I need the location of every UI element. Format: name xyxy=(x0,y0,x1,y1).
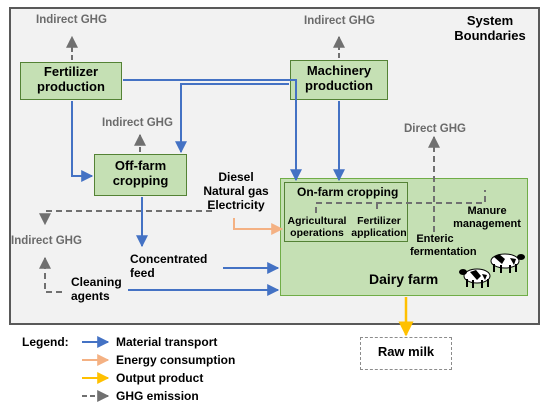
cows-icon xyxy=(459,253,525,288)
fertilizer-application-line2: application xyxy=(351,227,407,240)
system-title-line2: Boundaries xyxy=(454,27,526,43)
material-fertilizer-to-onfarm xyxy=(123,79,302,182)
legend-item-energy: Energy consumption xyxy=(116,353,236,367)
raw-milk-label: Raw milk xyxy=(377,344,435,359)
machinery-production-line1: Machinery xyxy=(306,63,372,78)
agricultural-operations-line1: Agricultural xyxy=(287,215,347,227)
off-farm-cropping-line2: cropping xyxy=(112,172,169,188)
enteric-fermentation-line2: fermentation xyxy=(410,245,477,258)
cleaning-agents-line2: agents xyxy=(71,288,110,303)
enteric-fermentation-label: Enteric fermentation xyxy=(410,233,477,258)
material-machinery-to-offfarm xyxy=(175,83,289,154)
fertilizer-production-line1: Fertilizer xyxy=(43,64,99,79)
cleaning-agents-line1: Cleaning xyxy=(71,275,122,289)
off-farm-cropping-line1: Off-farm xyxy=(114,158,167,173)
on-farm-cropping-box xyxy=(284,182,408,242)
indirect-ghg-machinery: Indirect GHG xyxy=(304,15,375,27)
cleaning-agents-label: Cleaning agents xyxy=(71,275,122,304)
energy-electricity: Electricity xyxy=(207,197,265,212)
ghg-line-onfarm xyxy=(315,190,486,213)
machinery-production-line2: production xyxy=(305,77,373,93)
fertilizer-application-line1: Fertilizer xyxy=(357,215,401,227)
system-boundaries-title: System Boundaries xyxy=(448,13,532,44)
fertilizer-application-label: Fertilizer application xyxy=(350,215,408,239)
material-fertilizer-to-offfarm xyxy=(71,101,94,182)
dairy-farm-label: Dairy farm xyxy=(369,271,439,287)
indirect-ghg-offfarm: Indirect GHG xyxy=(102,117,173,129)
concentrated-feed-line1: Concentrated xyxy=(130,252,208,266)
on-farm-cropping-title: On-farm cropping xyxy=(297,185,399,199)
agricultural-operations-label: Agricultural operations xyxy=(284,215,350,239)
fertilizer-production-line2: production xyxy=(37,78,105,94)
manure-management-label: Manure management xyxy=(452,205,522,230)
energy-natural-gas: Natural gas xyxy=(203,183,269,198)
legend-title: Legend: xyxy=(22,335,69,349)
enteric-fermentation-line1: Enteric xyxy=(416,233,454,245)
machinery-production-box: Machinery production xyxy=(290,60,388,100)
direct-ghg: Direct GHG xyxy=(404,123,466,135)
off-farm-cropping-box: Off-farm cropping xyxy=(94,154,187,196)
indirect-ghg-fertilizer: Indirect GHG xyxy=(36,14,107,26)
energy-diesel: Diesel xyxy=(218,170,254,184)
indirect-ghg-cleaning: Indirect GHG xyxy=(11,235,82,247)
raw-milk-box xyxy=(360,337,452,370)
concentrated-feed-label: Concentrated feed xyxy=(130,252,208,281)
manure-management-line2: management xyxy=(453,217,521,230)
manure-management-line1: Manure xyxy=(467,205,507,217)
legend-item-material: Material transport xyxy=(116,335,218,349)
fertilizer-production-box: Fertilizer production xyxy=(20,62,122,100)
ghg-arrow-offfarm-left xyxy=(39,210,212,226)
energy-inputs-label: Diesel Natural gas Electricity xyxy=(200,170,272,212)
agricultural-operations-line2: operations xyxy=(290,227,344,240)
energy-arrow xyxy=(233,218,284,235)
ghg-arrow-cleaning xyxy=(39,256,62,293)
legend-item-ghg: GHG emission xyxy=(116,389,199,403)
system-title-line1: System xyxy=(466,13,514,28)
legend-item-output: Output product xyxy=(116,371,204,385)
concentrated-feed-line2: feed xyxy=(130,265,155,280)
